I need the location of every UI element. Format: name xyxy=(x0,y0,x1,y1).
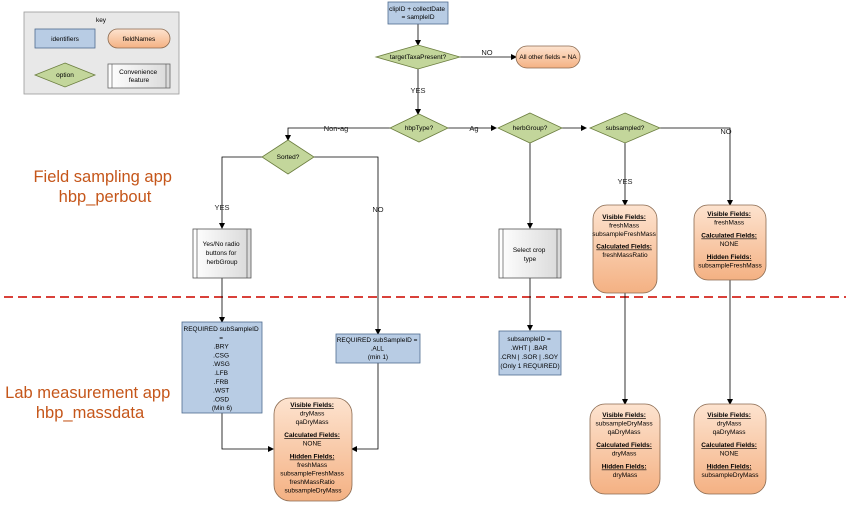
edge-labels: NO YES Non-ag Ag NO YES YES NO xyxy=(214,48,731,214)
start-node: clipID + collectDate = sampleID xyxy=(387,1,449,25)
sorted-decision: Sorted? xyxy=(261,139,315,175)
legend-identifiers-swatch xyxy=(34,28,96,49)
required-sorted-ids: REQUIRED subSampleID = .BRY .CSG .WSG .L… xyxy=(181,321,263,414)
lab-not-subsampled-fields: Visible Fields: dryMass qaDryMass Calcul… xyxy=(693,403,767,495)
legend-title: key xyxy=(96,17,107,24)
crop-subsample-ids: subsampleID = .WHT | .BAR .CRN | .SOR | … xyxy=(498,330,562,376)
edge-label-no-targettaxa: NO xyxy=(481,48,492,57)
select-crop-feature: Select crop type xyxy=(498,228,562,279)
svg-text:Select crop type: Select crop type xyxy=(513,247,547,263)
edge-label-yes-targettaxa: YES xyxy=(410,86,425,95)
field-subsampled-fields: Visible Fields: freshMass subsampleFresh… xyxy=(592,204,658,294)
target-taxa-decision: targetTaxaPresent? xyxy=(374,44,462,70)
edge-label-no-sorted: NO xyxy=(372,205,383,214)
legend-option-swatch xyxy=(33,62,97,88)
svg-text:Visible Fields: dryMass: Visible Fields: dryMass qaDryMass Calcul… xyxy=(280,402,345,495)
required-all-id: REQUIRED subSampleID = .ALL (min 1) xyxy=(335,333,421,364)
svg-text:subsampleID = .WHT | .BA: subsampleID = .WHT | .BAR .CRN | .SOR | … xyxy=(500,336,560,370)
edge-label-yes-subsampled: YES xyxy=(617,177,632,186)
svg-text:herbGroup?: herbGroup? xyxy=(513,125,548,132)
svg-text:Visible Fields: dryMass: Visible Fields: dryMass qaDryMass Calcul… xyxy=(701,412,759,479)
legend-convenience-swatch xyxy=(107,63,171,89)
lab-app-title: Lab measurement app hbp_massdata xyxy=(5,384,175,422)
legend-fieldnames-label: fieldNames xyxy=(123,36,156,43)
svg-text:Visible Fields: subsampl: Visible Fields: subsampleDryMass qaDryMa… xyxy=(596,412,655,479)
svg-text:Visible Fields: freshMas: Visible Fields: freshMass subsampleFresh… xyxy=(592,214,657,259)
svg-text:REQUIRED subSampleID =: REQUIRED subSampleID = .BRY .CSG .WSG .L… xyxy=(184,326,261,412)
legend-fieldnames-swatch xyxy=(107,28,171,49)
svg-text:targetTaxaPresent?: targetTaxaPresent? xyxy=(390,54,447,61)
svg-text:Sorted?: Sorted? xyxy=(277,154,300,161)
field-app-title: Field sampling app hbp_perbout xyxy=(33,168,176,206)
legend-identifiers-label: identifiers xyxy=(51,36,80,43)
svg-text:REQUIRED subSampleID = .: REQUIRED subSampleID = .ALL (min 1) xyxy=(337,337,420,361)
lab-subsampled-fields: Visible Fields: subsampleDryMass qaDryMa… xyxy=(589,403,661,495)
edge-label-nonag: Non-ag xyxy=(324,124,349,133)
herbgroup-decision: herbGroup? xyxy=(497,112,563,144)
connectors xyxy=(219,24,733,452)
edge-label-no-subsampled: NO xyxy=(720,127,731,136)
legend-convenience-label: Convenience feature xyxy=(119,69,159,84)
svg-text:hbpType?: hbpType? xyxy=(405,125,434,132)
svg-text:subsampled?: subsampled? xyxy=(606,125,645,132)
legend-box: key identifiers fieldNames option Conven… xyxy=(23,11,180,95)
edge-label-yes-sorted: YES xyxy=(214,203,229,212)
yes-no-radio-feature: Yes/No radio buttons for herbGroup xyxy=(192,228,252,279)
svg-text:Visible Fields: freshMas: Visible Fields: freshMass Calculated Fie… xyxy=(698,211,762,270)
svg-text:All other fields = NA: All other fields = NA xyxy=(519,54,577,61)
field-not-subsampled-fields: Visible Fields: freshMass Calculated Fie… xyxy=(693,204,767,281)
legend-option-label: option xyxy=(56,72,74,79)
hbptype-decision: hbpType? xyxy=(389,113,449,143)
svg-text:Yes/No radio buttons for: Yes/No radio buttons for herbGroup xyxy=(203,241,242,266)
lab-main-fields: Visible Fields: dryMass qaDryMass Calcul… xyxy=(273,397,353,502)
subsampled-decision: subsampled? xyxy=(588,112,662,144)
all-other-na-node: All other fields = NA xyxy=(515,45,581,69)
edge-label-ag: Ag xyxy=(469,124,478,133)
svg-text:clipID + collectDate = s: clipID + collectDate = sampleID xyxy=(389,6,447,21)
